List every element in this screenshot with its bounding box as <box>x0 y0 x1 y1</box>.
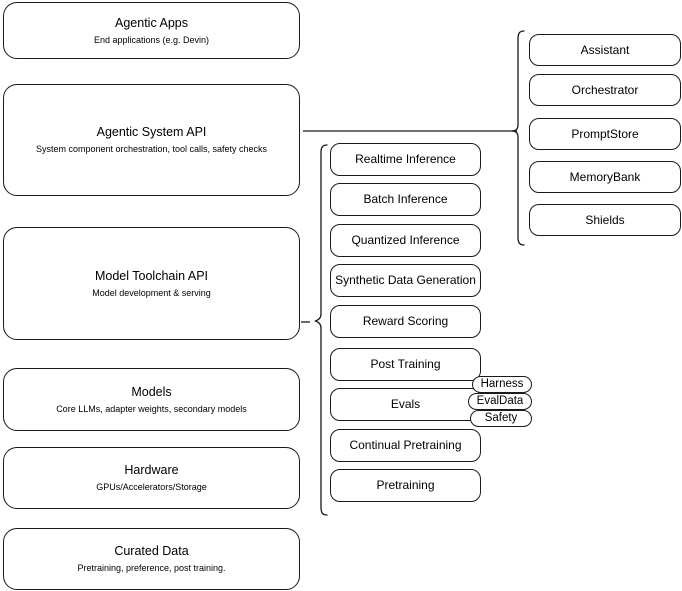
layer-subtitle: GPUs/Accelerators/Storage <box>96 482 207 492</box>
item-label: MemoryBank <box>569 169 641 184</box>
layer-subtitle: End applications (e.g. Devin) <box>93 34 210 45</box>
layer-title: Hardware <box>124 463 179 477</box>
item-label: Post Training <box>370 357 441 371</box>
layer-title: Models <box>131 384 172 399</box>
item-label: Continual Pretraining <box>349 438 462 452</box>
eval-pill-safety[interactable]: Safety <box>470 410 532 427</box>
layer-subtitle: Model development & serving <box>92 287 211 298</box>
system-item-memorybank[interactable]: MemoryBank <box>529 161 681 193</box>
system-item-promptstore[interactable]: PromptStore <box>529 118 681 150</box>
pill-label: Safety <box>484 412 518 424</box>
toolchain-item-post-training[interactable]: Post Training <box>330 348 481 381</box>
layer-title: Model Toolchain API <box>94 268 209 283</box>
pill-label: Harness <box>480 378 524 390</box>
item-label: Pretraining <box>376 478 435 492</box>
toolchain-item-synthetic-data-generation[interactable]: Synthetic Data Generation <box>330 264 481 297</box>
item-label: Realtime Inference <box>355 152 456 166</box>
item-label: Reward Scoring <box>362 314 449 328</box>
item-label: Orchestrator <box>571 82 639 97</box>
toolchain-item-continual-pretraining[interactable]: Continual Pretraining <box>330 429 481 462</box>
layer-title: Agentic System API <box>96 125 207 139</box>
layer-agentic-apps[interactable]: Agentic Apps End applications (e.g. Devi… <box>3 2 300 59</box>
toolchain-item-pretraining[interactable]: Pretraining <box>330 469 481 502</box>
toolchain-item-batch-inference[interactable]: Batch Inference <box>330 183 481 216</box>
layer-subtitle: Pretraining, preference, post training. <box>77 563 226 573</box>
layer-curated-data[interactable]: Curated Data Pretraining, preference, po… <box>3 528 300 590</box>
item-label: PromptStore <box>571 126 639 141</box>
eval-pill-harness[interactable]: Harness <box>472 376 532 393</box>
item-label: Batch Inference <box>363 192 448 206</box>
item-label: Assistant <box>580 42 630 57</box>
toolchain-item-realtime-inference[interactable]: Realtime Inference <box>330 143 481 176</box>
item-label: Quantized Inference <box>351 233 460 247</box>
eval-pill-evaldata[interactable]: EvalData <box>468 393 532 410</box>
toolchain-item-evals[interactable]: Evals <box>330 388 481 421</box>
layer-subtitle: System component orchestration, tool cal… <box>35 144 268 154</box>
item-label: Shields <box>585 212 625 227</box>
item-label: Evals <box>390 397 421 411</box>
system-item-assistant[interactable]: Assistant <box>529 34 681 66</box>
system-item-orchestrator[interactable]: Orchestrator <box>529 74 681 106</box>
layer-model-toolchain-api[interactable]: Model Toolchain API Model development & … <box>3 227 300 340</box>
layer-agentic-system-api[interactable]: Agentic System API System component orch… <box>3 84 300 196</box>
toolchain-item-reward-scoring[interactable]: Reward Scoring <box>330 305 481 338</box>
layer-subtitle: Core LLMs, adapter weights, secondary mo… <box>56 403 247 414</box>
layer-models[interactable]: Models Core LLMs, adapter weights, secon… <box>3 368 300 431</box>
layer-title: Curated Data <box>114 544 189 558</box>
item-label: Synthetic Data Generation <box>335 273 476 287</box>
pill-label: EvalData <box>476 395 524 407</box>
layer-hardware[interactable]: Hardware GPUs/Accelerators/Storage <box>3 447 300 509</box>
layer-title: Agentic Apps <box>115 15 188 30</box>
system-item-shields[interactable]: Shields <box>529 204 681 236</box>
toolchain-item-quantized-inference[interactable]: Quantized Inference <box>330 224 481 257</box>
